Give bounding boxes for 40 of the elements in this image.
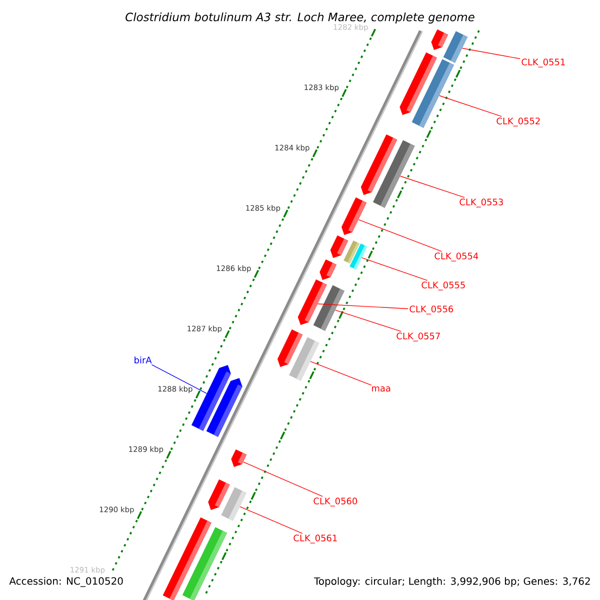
gene-label: CLK_0554 <box>434 252 478 262</box>
leader-line <box>358 219 442 252</box>
leader-line <box>361 257 428 281</box>
title: Clostridium botulinum A3 str. Loch Maree, complete genome <box>126 12 474 24</box>
gene-block <box>330 235 348 258</box>
gene-block <box>221 487 246 521</box>
gene-block <box>320 259 337 280</box>
gene-block <box>182 527 228 600</box>
leader-line <box>151 364 207 394</box>
gene-label: maa <box>372 386 390 392</box>
gene-label: CLK_0560 <box>314 498 358 506</box>
gene-label: CLK_0561 <box>294 534 337 544</box>
gene-label: CLK_0552 <box>496 118 540 126</box>
gene-block <box>443 31 468 63</box>
accession-text: Accession: NC_010520 <box>9 577 123 587</box>
leader-line <box>334 310 402 332</box>
leader-line <box>240 506 303 534</box>
gene-block <box>412 59 454 128</box>
leader-line <box>310 361 372 386</box>
leader-line <box>242 462 323 497</box>
gene-block <box>208 479 230 510</box>
leader-line <box>462 48 520 60</box>
leader-line <box>317 304 408 310</box>
genome-summary-text: Topology: circular; Length: 3,992,906 bp; Genes: 3,762 <box>314 577 590 587</box>
gene-label: CLK_0553 <box>460 198 503 208</box>
gene-label: CLK_0551 <box>522 58 565 68</box>
leader-line <box>400 176 465 198</box>
gene-label: CLK_0556 <box>410 306 454 314</box>
gene-block <box>350 243 368 270</box>
gene-block <box>313 285 344 331</box>
gene-block <box>206 378 242 437</box>
gene-block <box>431 29 448 50</box>
gene-label: CLK_0557 <box>396 332 440 342</box>
gene-block <box>289 337 320 381</box>
gene-block <box>372 140 415 208</box>
leader-line <box>438 95 502 117</box>
gene-block <box>231 449 247 467</box>
gene-block <box>341 197 367 235</box>
gene-label: birA <box>134 356 152 364</box>
gene-label: CLK_0555 <box>422 282 465 290</box>
